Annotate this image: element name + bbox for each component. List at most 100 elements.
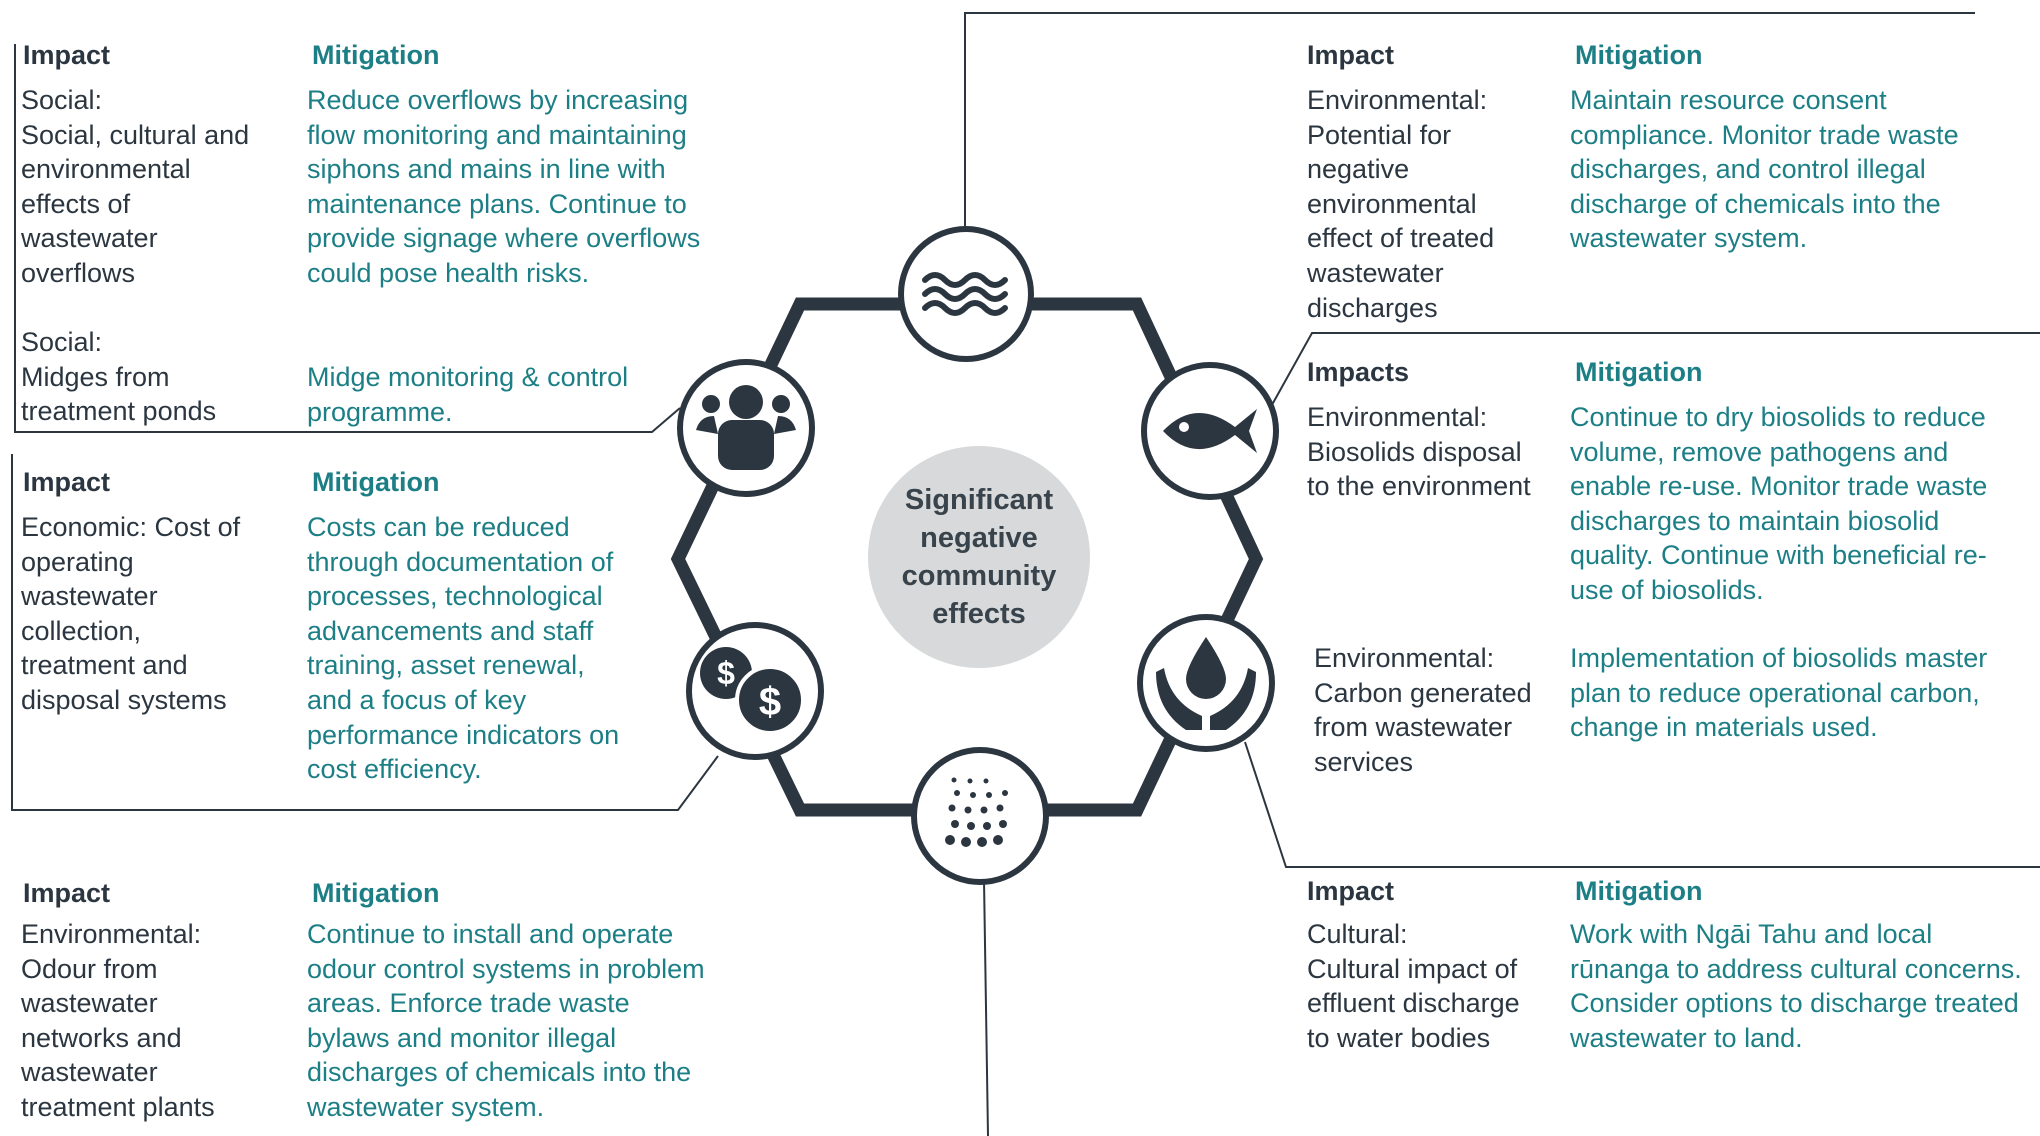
text-line: use of biosolids. bbox=[1570, 574, 1764, 605]
text-line: rūnanga to address cultural concerns. bbox=[1570, 953, 2022, 984]
impact-header: Impacts bbox=[1307, 357, 1410, 387]
text-line: Social: bbox=[21, 327, 103, 357]
text-line: could pose health risks. bbox=[307, 257, 590, 288]
impact-header: Impact bbox=[23, 878, 111, 908]
text-line: disposal systems bbox=[21, 684, 227, 715]
mitigation-header: Mitigation bbox=[1575, 40, 1703, 70]
connector-overflows bbox=[14, 44, 681, 433]
text-line: Reduce overflows by increasing bbox=[307, 85, 689, 115]
mitigation-header: Mitigation bbox=[312, 467, 440, 497]
text-line: services bbox=[1314, 746, 1414, 777]
text-line: change in materials used. bbox=[1570, 712, 1878, 743]
impact-text-discharges: Environmental: Potential for negative en… bbox=[1307, 83, 1494, 325]
text-line: performance indicators on bbox=[307, 719, 620, 750]
text-line: treatment and bbox=[21, 650, 188, 681]
text-line: Environmental: bbox=[1307, 85, 1488, 115]
mitigation-text-economic: Costs can be reduced through documentati… bbox=[307, 510, 619, 787]
text-line: wastewater bbox=[21, 223, 158, 254]
mitigation-text-odour: Continue to install and operate odour co… bbox=[307, 917, 705, 1125]
text-line: discharges bbox=[1307, 292, 1438, 323]
connector-biosolids bbox=[1267, 332, 2040, 413]
text-line: effect of treated bbox=[1307, 223, 1495, 254]
mitigation-text-overflows: Reduce overflows by increasing flow moni… bbox=[307, 83, 700, 291]
text-line: Social: bbox=[21, 85, 103, 115]
text-line: training, asset renewal, bbox=[307, 650, 585, 681]
text-line: volume, remove pathogens and bbox=[1570, 436, 1949, 467]
dollar-coins-icon: $ $ bbox=[686, 622, 824, 760]
impact-text-odour: Environmental: Odour from wastewater net… bbox=[21, 917, 215, 1125]
text-line: compliance. Monitor trade waste bbox=[1570, 119, 1959, 150]
text-line: enable re-use. Monitor trade waste bbox=[1570, 471, 1988, 502]
mitigation-text-carbon: Implementation of biosolids master plan … bbox=[1570, 641, 1987, 745]
text-line: programme. bbox=[307, 396, 453, 427]
text-line: to water bodies bbox=[1307, 1022, 1491, 1053]
water-waves-icon bbox=[898, 226, 1034, 362]
text-line: discharges, and control illegal bbox=[1570, 154, 1926, 185]
text-line: Environmental: bbox=[1307, 402, 1488, 432]
text-line: bylaws and monitor illegal bbox=[307, 1022, 617, 1053]
text-line: Environmental: bbox=[1314, 643, 1495, 673]
center-line: Significant bbox=[904, 484, 1054, 516]
connector-carbon bbox=[1244, 741, 2040, 868]
text-line: environmental bbox=[1307, 188, 1477, 219]
text-line: plan to reduce operational carbon, bbox=[1570, 677, 1980, 708]
text-line: Maintain resource consent bbox=[1570, 85, 1887, 115]
text-line: Midge monitoring & control bbox=[307, 362, 629, 392]
text-line: Continue to dry biosolids to reduce bbox=[1570, 402, 1986, 432]
text-line: discharges to maintain biosolid bbox=[1570, 505, 1940, 536]
center-line: effects bbox=[932, 598, 1026, 630]
text-line: Economic: Cost of bbox=[21, 512, 241, 542]
impact-header: Impact bbox=[23, 40, 111, 70]
mitigation-text-biosolids: Continue to dry biosolids to reduce volu… bbox=[1570, 400, 1987, 608]
text-line: Biosolids disposal bbox=[1307, 436, 1522, 467]
text-line: Cultural: bbox=[1307, 919, 1408, 949]
text-line: wastewater system. bbox=[1570, 223, 1808, 254]
text-line: provide signage where overflows bbox=[307, 223, 701, 254]
text-line: advancements and staff bbox=[307, 615, 594, 646]
mitigation-text-midges: Midge monitoring & control programme. bbox=[307, 360, 628, 429]
text-line: Midges from bbox=[21, 361, 170, 392]
hands-water-drop-icon bbox=[1137, 614, 1275, 752]
text-line: and a focus of key bbox=[307, 684, 527, 715]
text-line: discharge of chemicals into the bbox=[1570, 188, 1941, 219]
text-line: operating bbox=[21, 546, 134, 577]
text-line: effluent discharge bbox=[1307, 988, 1520, 1019]
impact-text-midges: Social: Midges from treatment ponds bbox=[21, 325, 216, 429]
text-line: areas. Enforce trade waste bbox=[307, 988, 630, 1019]
text-line: quality. Continue with beneficial re- bbox=[1570, 540, 1987, 571]
text-line: effects of bbox=[21, 188, 131, 219]
text-line: treatment ponds bbox=[21, 396, 217, 427]
svg-text:$: $ bbox=[759, 680, 781, 724]
center-label: Significant negative community effects bbox=[868, 446, 1090, 668]
text-line: wastewater bbox=[21, 1057, 158, 1088]
connector-economic bbox=[11, 454, 719, 811]
impact-header: Impact bbox=[23, 467, 111, 497]
impact-text-carbon: Environmental: Carbon generated from was… bbox=[1314, 641, 1532, 779]
text-line: negative bbox=[1307, 154, 1410, 185]
text-line: networks and bbox=[21, 1022, 182, 1053]
impact-text-cultural: Cultural: Cultural impact of effluent di… bbox=[1307, 917, 1520, 1055]
text-line: Social, cultural and bbox=[21, 119, 250, 150]
text-line: Cultural impact of bbox=[1307, 953, 1518, 984]
impact-text-overflows: Social: Social, cultural and environment… bbox=[21, 83, 249, 291]
mitigation-header: Mitigation bbox=[1575, 876, 1703, 906]
people-group-icon bbox=[677, 359, 815, 497]
text-line: Work with Ngāi Tahu and local bbox=[1570, 919, 1933, 949]
fish-icon bbox=[1141, 362, 1279, 500]
impact-text-biosolids: Environmental: Biosolids disposal to the… bbox=[1307, 400, 1531, 504]
connector-odour bbox=[983, 879, 989, 1136]
text-line: Consider options to discharge treated bbox=[1570, 988, 2019, 1019]
text-line: Carbon generated bbox=[1314, 677, 1532, 708]
text-line: wastewater to land. bbox=[1570, 1022, 1803, 1053]
text-line: through documentation of bbox=[307, 546, 614, 577]
mitigation-header: Mitigation bbox=[312, 40, 440, 70]
text-line: siphons and mains in line with bbox=[307, 154, 666, 185]
steam-odour-icon bbox=[911, 747, 1049, 885]
text-line: Continue to install and operate bbox=[307, 919, 674, 949]
impact-header: Impact bbox=[1307, 40, 1395, 70]
text-line: from wastewater bbox=[1314, 712, 1513, 743]
text-line: Costs can be reduced bbox=[307, 512, 570, 542]
mitigation-header: Mitigation bbox=[1575, 357, 1703, 387]
text-line: Environmental: bbox=[21, 919, 202, 949]
center-line: community bbox=[901, 560, 1057, 592]
